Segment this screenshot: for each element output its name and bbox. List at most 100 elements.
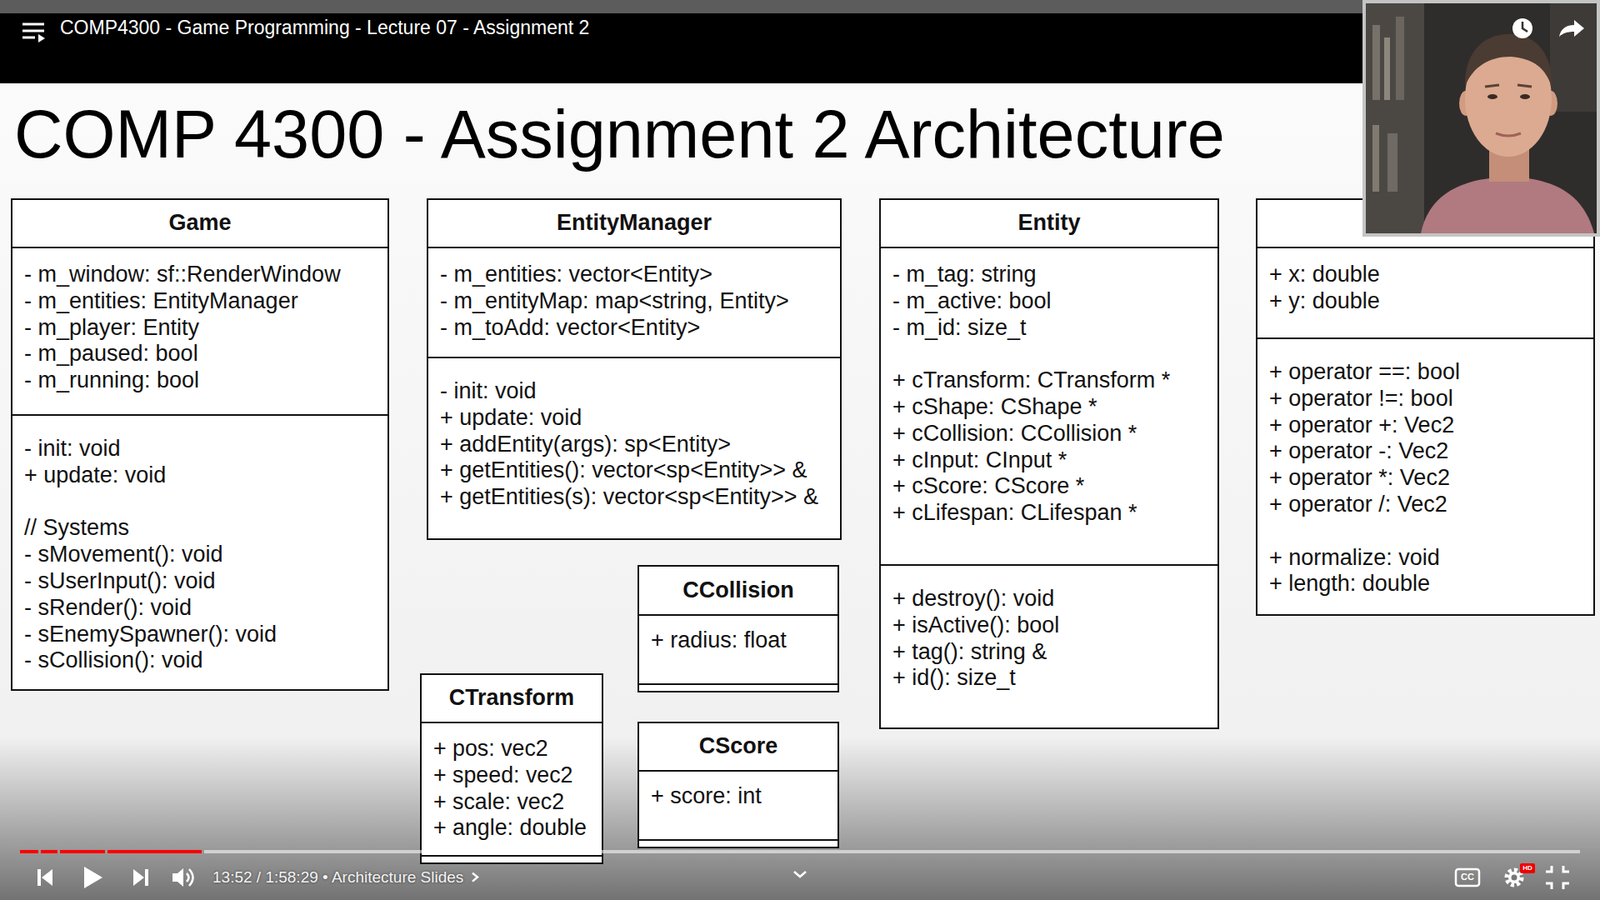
class-header: Game [12,200,388,247]
hd-text-box: HD [1522,864,1533,873]
playlist-icon [22,24,45,43]
play-icon [84,866,103,889]
hair [1465,34,1552,87]
compartment: + operator ==: bool+ operator !=: bool+ … [1257,337,1594,615]
fullscreen-icon-part [1563,883,1570,890]
member-text: + operator /: Vec2 [1269,491,1448,519]
hd-badge [1520,863,1535,874]
member-text: + cScore: CScore * [892,473,1085,500]
member-text: + angle: double [433,815,587,842]
member-text: - m_entityMap: map<string, Entity> [440,288,790,315]
class-name: EntityManager [556,210,712,237]
member-text: + cCollision: CCollision * [892,420,1137,448]
playlist-icon-part [22,30,45,33]
share-icon [1559,20,1585,37]
time-chapter: 13:52 / 1:58:29 • Architecture Slides [212,868,464,888]
mouth [1495,133,1521,136]
brow [1485,85,1500,87]
spacer [24,489,376,516]
settings-icon-part [1511,875,1518,881]
fullscreen-icon [1545,865,1570,890]
hd-text: HD [1522,864,1533,873]
compartment: + x: double+ y: double [1257,246,1594,338]
clock-icon-part [1512,18,1533,39]
volume-icon [172,868,194,887]
settings-icon-part [1508,871,1520,884]
member-text: + radius: float [650,627,787,655]
chevron-down [794,871,806,877]
video-title-box: COMP4300 - Game Programming - Lecture 07… [60,16,590,40]
playlist-icon-part [22,23,45,26]
next-icon-part [145,869,149,886]
class-header: Entity [880,200,1218,247]
member-text: - m_paused: bool [24,340,199,368]
slide-title-box: COMP 4300 - Assignment 2 Architecture [14,100,1225,169]
member-text: + x: double [1269,261,1380,289]
member-text: - m_entities: EntityManager [24,288,299,315]
ear [1459,90,1473,116]
prev-icon-part [37,869,41,886]
prev-icon [37,869,53,886]
video-title: COMP4300 - Game Programming - Lecture 07… [60,16,590,40]
compartment: + pos: vec2+ speed: vec2+ scale: vec2+ a… [421,721,602,855]
compartment: + score: int [639,770,838,840]
member-text: + operator -: Vec2 [1269,438,1449,465]
fullscreen-icon-part [1545,865,1552,872]
member-text: - m_active: bool [892,288,1052,315]
member-text: - m_player: Entity [24,315,200,342]
brow [1517,85,1532,87]
member-text: - sRender(): void [24,595,192,622]
volume-icon-part [172,868,184,887]
member-text: + isActive(): bool [892,612,1060,640]
progress-played [60,850,105,854]
title-bar [0,0,1600,84]
member-text: + operator *: Vec2 [1269,465,1450,492]
class-box: CScore + score: int [637,721,840,849]
member-text: + scale: vec2 [433,789,565,816]
member-text: - m_tag: string [892,261,1037,289]
slide-title: COMP 4300 - Assignment 2 Architecture [14,100,1225,169]
settings-icon [1506,870,1522,885]
chapter-chevron [468,870,482,885]
member-text: - sEnemySpawner(): void [24,621,277,649]
member-text: + length: double [1269,570,1430,598]
class-name: Entity [1017,210,1080,237]
compartment: - m_entities: vector<Entity>- m_entityMa… [428,246,840,357]
class-name: CScore [699,733,779,760]
book [1372,25,1380,100]
member-text: + pos: vec2 [433,735,549,763]
eye [1520,94,1530,100]
member-text: - init: void [440,378,537,405]
class-header: CCollision [639,566,838,615]
progress-remaining [204,850,1580,854]
compartment: - init: void+ update: void// Systems- sM… [12,414,388,690]
fullscreen-icon-part [1545,883,1552,890]
member-text: - sMovement(): void [24,541,224,569]
class-name: CCollision [682,577,795,605]
spacer [892,340,1206,368]
compartment: - m_tag: string- m_active: bool- m_id: s… [880,246,1218,565]
member-text: + speed: vec2 [433,762,574,790]
member-text: + cTransform: CTransform * [892,367,1170,395]
member-text: + getEntities(s): vector<sp<Entity>> & [440,484,819,511]
next-icon-part [133,869,145,886]
class-name: Game [168,210,231,237]
book [1387,133,1398,192]
compartment [421,855,602,863]
member-text: + tag(): string & [892,639,1047,666]
playlist-icon-part [22,36,35,40]
book [1395,16,1405,100]
book [1372,125,1380,192]
member-text: // Systems [24,515,130,542]
playlist-icon-part [38,34,45,43]
class-header: CTransform [421,675,602,722]
class-box: + x: double+ y: double+ operator ==: boo… [1255,198,1595,616]
spacer [1269,518,1582,545]
compartment [639,839,838,847]
member-text: - m_toAdd: vector<Entity> [440,315,700,342]
member-text: + update: void [440,405,582,432]
progress-played [40,850,58,854]
member-text: + destroy(): void [892,585,1055,613]
member-text: + cLifespan: CLifespan * [892,500,1137,527]
